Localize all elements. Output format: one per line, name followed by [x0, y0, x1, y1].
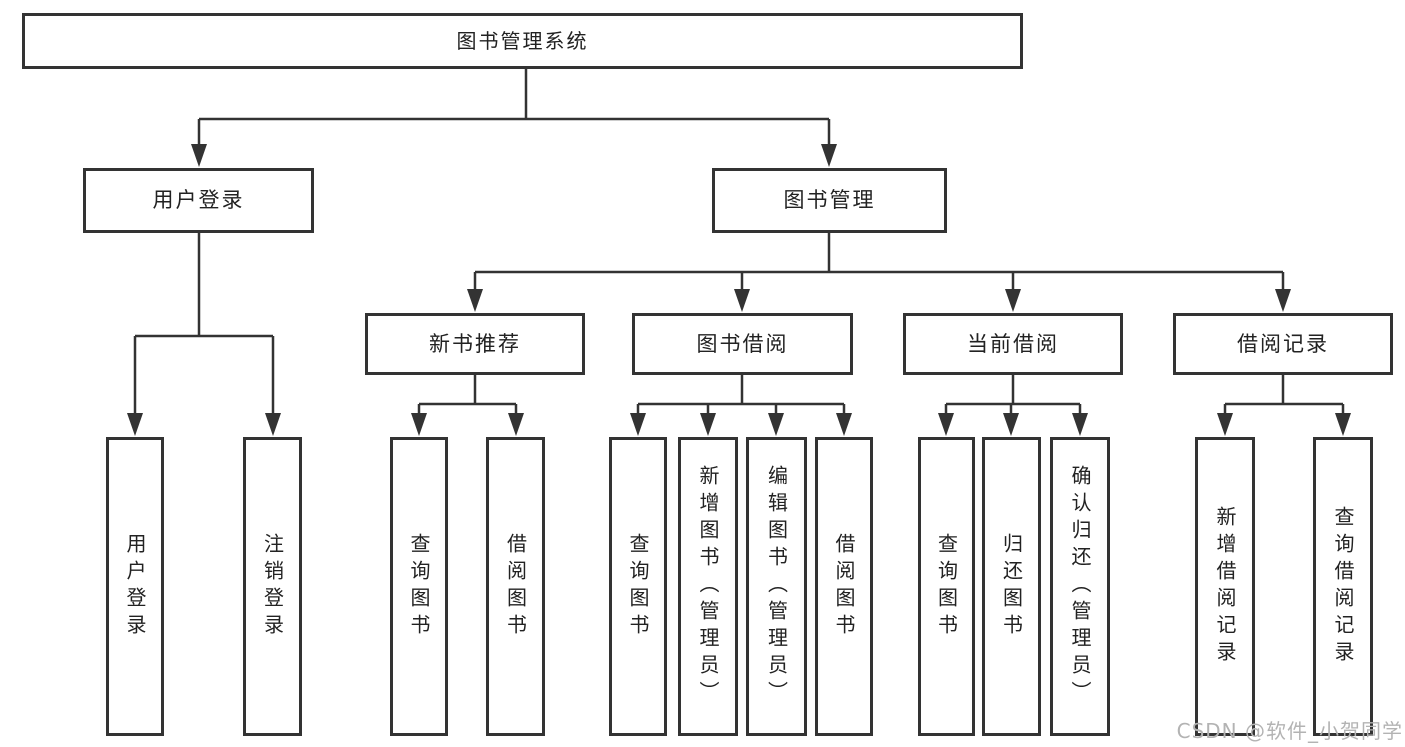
arrow-down-icon — [1275, 289, 1291, 312]
leaf-user-login: 用户登录 — [106, 437, 164, 736]
arrow-down-icon — [411, 413, 427, 436]
watermark: CSDN @软件_小贺同学 — [1176, 719, 1403, 743]
arrow-down-icon — [265, 413, 281, 436]
leaf-logout: 注销登录 — [243, 437, 302, 736]
arrow-down-icon — [768, 413, 784, 436]
node-borrow-records: 借阅记录 — [1173, 313, 1393, 375]
arrow-down-icon — [1005, 289, 1021, 312]
leaf-records-add-record: 新增借阅记录 — [1195, 437, 1255, 736]
node-root-system: 图书管理系统 — [22, 13, 1023, 69]
leaf-newbook-borrow-books: 借阅图书 — [486, 437, 545, 736]
arrow-down-icon — [1072, 413, 1088, 436]
leaf-newbook-query-books: 查询图书 — [390, 437, 448, 736]
leaf-borrow-borrow-books: 借阅图书 — [815, 437, 873, 736]
arrow-down-icon — [630, 413, 646, 436]
arrow-down-icon — [1335, 413, 1351, 436]
leaf-current-confirm-return-admin: 确认归还（管理员） — [1050, 437, 1110, 736]
node-book-borrow: 图书借阅 — [632, 313, 853, 375]
node-current-borrow: 当前借阅 — [903, 313, 1123, 375]
arrow-down-icon — [508, 413, 524, 436]
arrow-down-icon — [467, 289, 483, 312]
leaf-records-query-record: 查询借阅记录 — [1313, 437, 1373, 736]
arrowhead-group — [127, 144, 1351, 436]
leaf-borrow-add-books-admin: 新增图书（管理员） — [678, 437, 738, 736]
leaf-current-return-books: 归还图书 — [982, 437, 1041, 736]
arrow-down-icon — [734, 289, 750, 312]
arrow-down-icon — [1003, 413, 1019, 436]
leaf-current-query-books: 查询图书 — [918, 437, 975, 736]
leaf-borrow-edit-books-admin: 编辑图书（管理员） — [746, 437, 807, 736]
arrow-down-icon — [127, 413, 143, 436]
arrow-down-icon — [1217, 413, 1233, 436]
arrow-down-icon — [821, 144, 837, 167]
connector-stroke-group — [133, 68, 1345, 420]
arrow-down-icon — [938, 413, 954, 436]
arrow-down-icon — [700, 413, 716, 436]
node-new-book-recommend: 新书推荐 — [365, 313, 585, 375]
leaf-borrow-query-books: 查询图书 — [609, 437, 667, 736]
arrow-down-icon — [191, 144, 207, 167]
node-book-management: 图书管理 — [712, 168, 947, 233]
arrow-down-icon — [836, 413, 852, 436]
node-user-login: 用户登录 — [83, 168, 314, 233]
